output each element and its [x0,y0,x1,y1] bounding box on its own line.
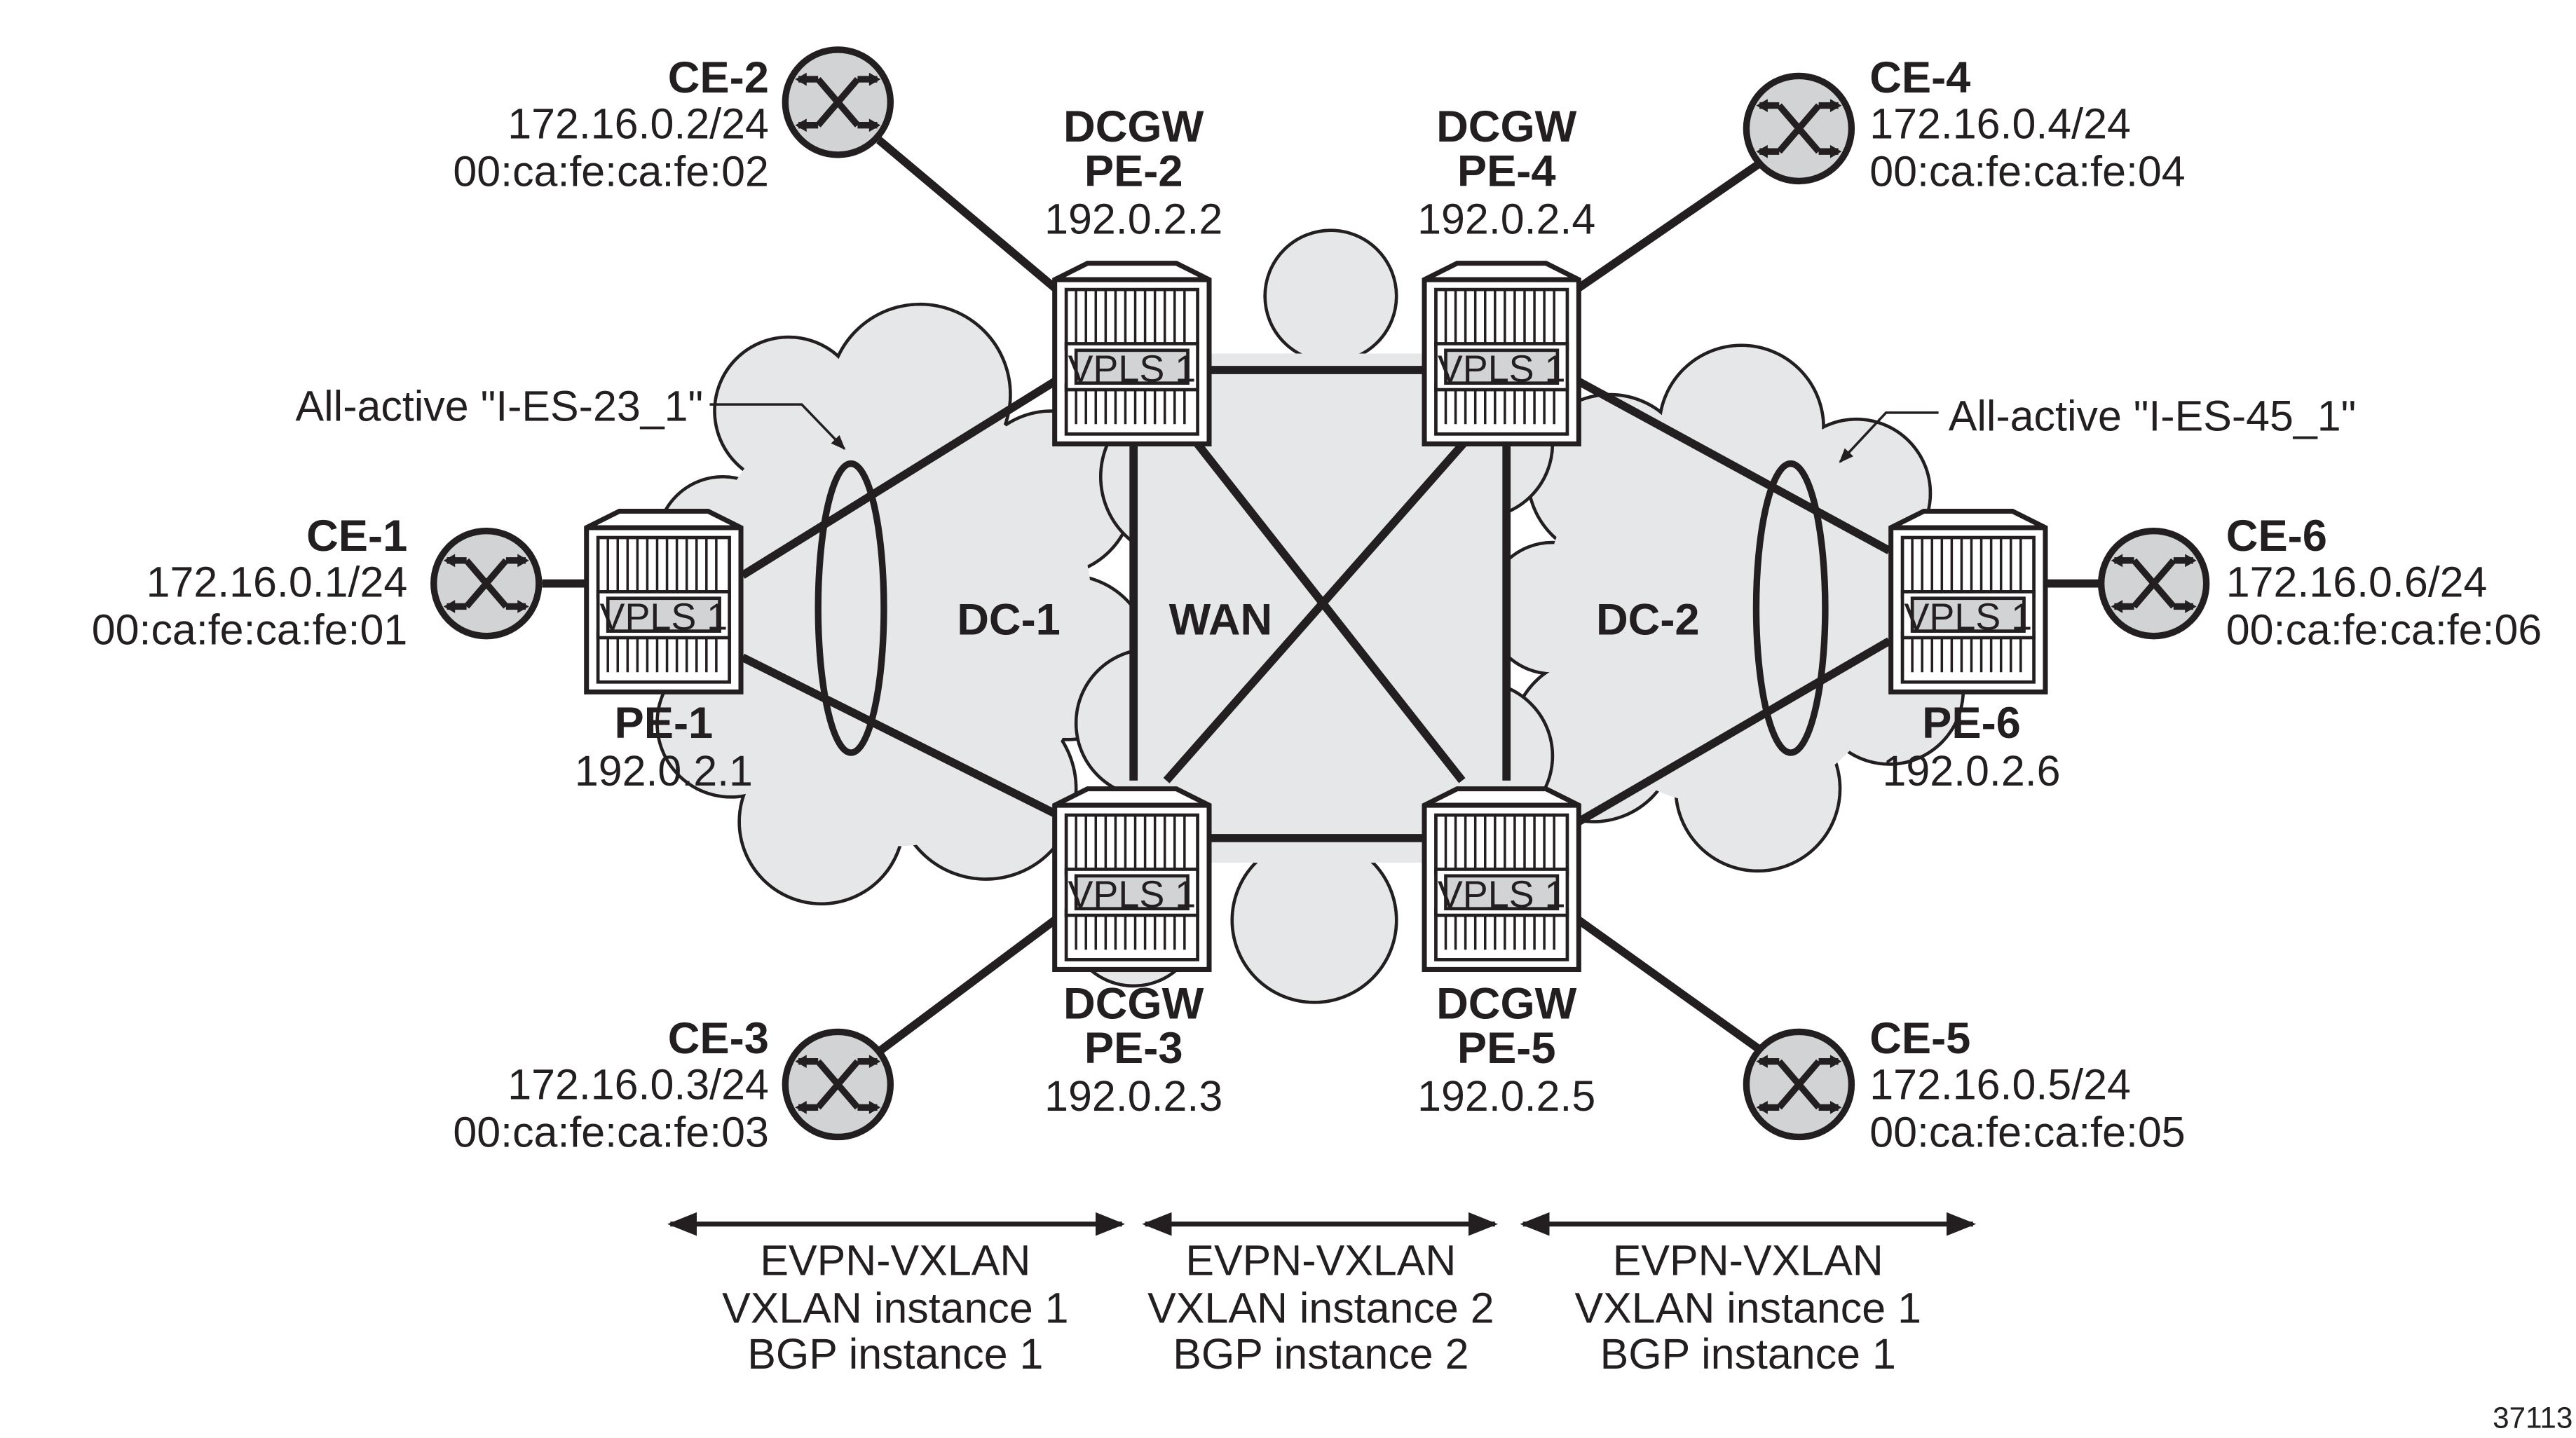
ce-1-mac: 00:ca:fe:ca:fe:01 [92,605,407,653]
router-pe-3[interactable]: VPLS 1 [1055,789,1209,970]
service-label: VPLS 1 [1068,873,1196,915]
pe-3-ip: 192.0.2.3 [1044,1072,1222,1120]
ce-5-icon[interactable] [1746,1032,1851,1137]
segment-1-bgp: BGP instance 1 [747,1330,1043,1378]
segment-2-vxlan: VXLAN instance 2 [1147,1284,1494,1331]
pe-3-role: DCGW [1063,980,1204,1029]
ce-5-ip: 172.16.0.5/24 [1869,1061,2131,1109]
router-pe-6[interactable]: VPLS 1 [1891,512,2045,692]
ce-1-icon[interactable] [434,531,539,636]
es-ellipse-right [1752,460,1829,756]
pe-5-ip: 192.0.2.5 [1417,1072,1595,1120]
ce-2-icon[interactable] [785,50,890,155]
ce-3-ip: 172.16.0.3/24 [507,1061,769,1109]
ce-6-icon[interactable] [2101,531,2207,636]
ce-2-mac: 00:ca:fe:ca:fe:02 [453,147,768,195]
pe-4-name: PE-4 [1457,146,1556,196]
ce-5-name: CE-5 [1869,1014,1970,1063]
cloud-label-dc-2: DC-2 [1596,595,1700,644]
router-pe-4[interactable]: VPLS 1 [1424,263,1579,444]
router-pe-5[interactable]: VPLS 1 [1424,789,1579,970]
ce-4-icon[interactable] [1746,76,1851,181]
segment-2-bgp: BGP instance 2 [1173,1330,1468,1378]
pe-6-ip: 192.0.2.6 [1882,747,2060,795]
service-label: VPLS 1 [1068,348,1196,390]
segment-3-vxlan: VXLAN instance 1 [1575,1284,1921,1331]
es-ellipse-left [815,460,887,756]
ce-3-mac: 00:ca:fe:ca:fe:03 [453,1109,768,1156]
ce-4-mac: 00:ca:fe:ca:fe:04 [1869,147,2185,195]
es-label-right: All-active "I-ES-45_1" [1949,392,2357,440]
pe-labels: PE-1 192.0.2.1 DCGW PE-2 192.0.2.2 DCGW … [575,102,2061,1120]
ce-4-ip: 172.16.0.4/24 [1869,100,2131,147]
pe-4-ip: 192.0.2.4 [1417,195,1595,242]
pe-1-ip: 192.0.2.1 [575,747,753,795]
pe-5-role: DCGW [1436,980,1577,1029]
figure-id: 37113 [2493,1401,2572,1434]
ce-3-icon[interactable] [785,1032,890,1137]
service-label: VPLS 1 [1438,348,1566,390]
segment-3-protocol: EVPN-VXLAN [1613,1236,1883,1284]
pe-2-ip: 192.0.2.2 [1044,195,1222,242]
pe-2-role: DCGW [1063,102,1204,151]
ce-2-ip: 172.16.0.2/24 [507,100,769,147]
service-label: VPLS 1 [600,596,728,638]
es-leader-left [709,403,846,450]
segment-2-protocol: EVPN-VXLAN [1185,1236,1456,1284]
es-leader-right [1839,411,1939,463]
router-pe-2[interactable]: VPLS 1 [1055,263,1209,444]
ce-1-ip: 172.16.0.1/24 [146,558,408,605]
segment-1-protocol: EVPN-VXLAN [760,1236,1030,1284]
router-pe-1[interactable]: VPLS 1 [587,512,741,692]
segment-3-bgp: BGP instance 1 [1600,1330,1896,1378]
segment-1-vxlan: VXLAN instance 1 [722,1284,1068,1331]
ce-5-mac: 00:ca:fe:ca:fe:05 [1869,1109,2185,1156]
ce-6-name: CE-6 [2226,512,2327,561]
segment-labels: EVPN-VXLAN VXLAN instance 1 BGP instance… [722,1236,1921,1378]
pe-5-name: PE-5 [1457,1024,1556,1073]
pe-3-name: PE-3 [1084,1024,1183,1073]
pe-2-name: PE-2 [1084,146,1183,196]
pe-1-name: PE-1 [615,699,714,748]
pe-4-role: DCGW [1436,102,1577,151]
ce-6-ip: 172.16.0.6/24 [2226,558,2488,605]
ce-labels: CE-1 172.16.0.1/24 00:ca:fe:ca:fe:01 CE-… [92,53,2542,1156]
service-label: VPLS 1 [1904,596,2032,638]
ce-2-name: CE-2 [668,53,769,102]
service-label: VPLS 1 [1438,873,1566,915]
ce-1-name: CE-1 [306,512,407,561]
ce-4-name: CE-4 [1869,53,1970,102]
es-label-left: All-active "I-ES-23_1" [296,383,704,430]
links [542,137,2100,1055]
ce-6-mac: 00:ca:fe:ca:fe:06 [2226,605,2542,653]
ce-3-name: CE-3 [668,1014,769,1063]
pe-6-name: PE-6 [1922,699,2021,748]
cloud-label-dc-1: DC-1 [957,595,1061,644]
cloud-label-wan: WAN [1169,595,1273,644]
